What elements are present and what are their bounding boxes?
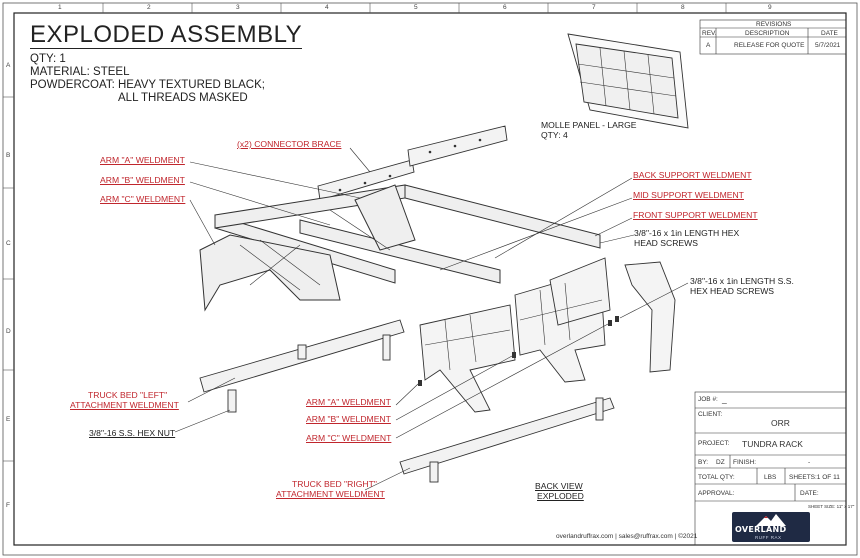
connector-braces: [317, 125, 508, 201]
revisions-col-rev: REV.: [702, 30, 717, 37]
footer-contact: overlandruffrax.com | sales@ruffrax.com …: [556, 533, 698, 540]
callout-molle-line1: MOLLE PANEL - LARGE: [541, 120, 637, 130]
overland-logo-text: OVERLAND: [735, 525, 787, 534]
grid-col-9: 9: [768, 4, 772, 11]
tb-client-value: ORR: [771, 418, 790, 428]
grid-col-4: 4: [325, 4, 329, 11]
grid-row-c: C: [6, 240, 11, 247]
title-block-lines: [694, 391, 847, 546]
callout-connector-brace: (x2) CONNECTOR BRACE: [237, 139, 342, 149]
callout-right-bed-line1: TRUCK BED "RIGHT": [292, 479, 377, 489]
tb-sheet-size: SHEET SIZE: 11" x 17": [808, 504, 855, 509]
arm-weldments-exploded: [419, 257, 676, 413]
left-attachment-weldment: [199, 319, 405, 413]
callout-left-bed-line1: TRUCK BED "LEFT": [88, 390, 168, 400]
tb-job-label: JOB #:: [698, 396, 718, 403]
callout-hex-screws-line2: HEAD SCREWS: [634, 238, 698, 248]
grid-row-f: F: [6, 502, 10, 509]
callout-ss-screws-line2: HEX HEAD SCREWS: [690, 286, 775, 296]
tb-approval-label: APPROVAL:: [698, 490, 735, 497]
overland-logo-subtext: RUFF RAX: [755, 535, 782, 540]
screw-markers: [418, 316, 619, 386]
revisions-table-lines: [699, 19, 847, 55]
note-qty: QTY: 1: [30, 53, 66, 65]
grid-col-1: 1: [58, 4, 62, 11]
callout-arm-b-bottom: ARM "B" WELDMENT: [306, 414, 391, 424]
callout-hex-screws-line1: 3/8"-16 x 1in LENGTH HEX: [634, 228, 740, 238]
callout-molle-line2: QTY: 4: [541, 130, 568, 140]
overland-logo: [732, 512, 810, 542]
tb-sheets: SHEETS:1 OF 11: [789, 474, 840, 481]
grid-row-b: B: [6, 152, 11, 159]
tb-project-label: PROJECT:: [698, 440, 730, 447]
mountain-icon: [756, 514, 786, 526]
tb-date-label: DATE:: [800, 490, 819, 497]
note-threads: ALL THREADS MASKED: [118, 92, 248, 104]
revision-rev: A: [706, 42, 711, 49]
right-attachment-weldment: [399, 397, 615, 483]
view-label-line2: EXPLODED: [537, 491, 584, 501]
tb-units: LBS: [764, 474, 777, 481]
callout-mid-support: MID SUPPORT WELDMENT: [633, 190, 744, 200]
callout-arm-b-top: ARM "B" WELDMENT: [100, 175, 185, 185]
tb-total-qty-label: TOTAL QTY:: [698, 474, 735, 481]
grid-row-e: E: [6, 416, 11, 423]
grid-col-6: 6: [503, 4, 507, 11]
callout-hex-nut: 3/8"-16 S.S. HEX NUT: [89, 428, 176, 438]
callout-back-support: BACK SUPPORT WELDMENT: [633, 170, 752, 180]
note-powdercoat: POWDERCOAT: HEAVY TEXTURED BLACK;: [30, 79, 265, 91]
grid-col-2: 2: [147, 4, 151, 11]
drawing-title: EXPLODED ASSEMBLY: [30, 21, 303, 49]
revisions-col-description: DESCRIPTION: [745, 30, 790, 37]
callout-arm-c-bottom: ARM "C" WELDMENT: [306, 433, 392, 443]
view-label-line1: BACK VIEW: [535, 481, 583, 491]
grid-col-3: 3: [236, 4, 240, 11]
tb-finish-label: FINISH:: [733, 459, 757, 466]
callout-arm-a-top: ARM "A" WELDMENT: [100, 155, 185, 165]
molle-panel-large: [567, 33, 689, 129]
grid-col-5: 5: [414, 4, 418, 11]
callout-right-bed-line2: ATTACHMENT WELDMENT: [276, 489, 385, 499]
grid-col-7: 7: [592, 4, 596, 11]
revisions-header: REVISIONS: [756, 21, 792, 28]
callout-left-bed-line2: ATTACHMENT WELDMENT: [70, 400, 179, 410]
rack-frame: [199, 184, 601, 312]
grid-row-d: D: [6, 328, 11, 335]
callout-ss-screws-line1: 3/8"-16 x 1in LENGTH S.S.: [690, 276, 794, 286]
tb-by-label: BY:: [698, 459, 709, 466]
revision-description: RELEASE FOR QUOTE: [734, 42, 805, 49]
tb-client-label: CLIENT:: [698, 411, 723, 418]
revisions-col-date: DATE: [821, 30, 838, 37]
grid-ticks: [3, 3, 727, 462]
callout-front-support: FRONT SUPPORT WELDMENT: [633, 210, 758, 220]
tb-project-value: TUNDRA RACK: [742, 439, 803, 449]
grid-row-a: A: [6, 62, 11, 69]
tb-job-value: _: [722, 394, 727, 404]
leader-lines: [174, 147, 689, 491]
revision-date: 5/7/2021: [815, 42, 841, 49]
callout-arm-a-bottom: ARM "A" WELDMENT: [306, 397, 391, 407]
tb-by-value: DZ: [716, 459, 725, 466]
note-material: MATERIAL: STEEL: [30, 66, 130, 78]
tb-finish-value: -: [808, 459, 811, 466]
callout-arm-c-top: ARM "C" WELDMENT: [100, 194, 186, 204]
grid-col-8: 8: [681, 4, 685, 11]
